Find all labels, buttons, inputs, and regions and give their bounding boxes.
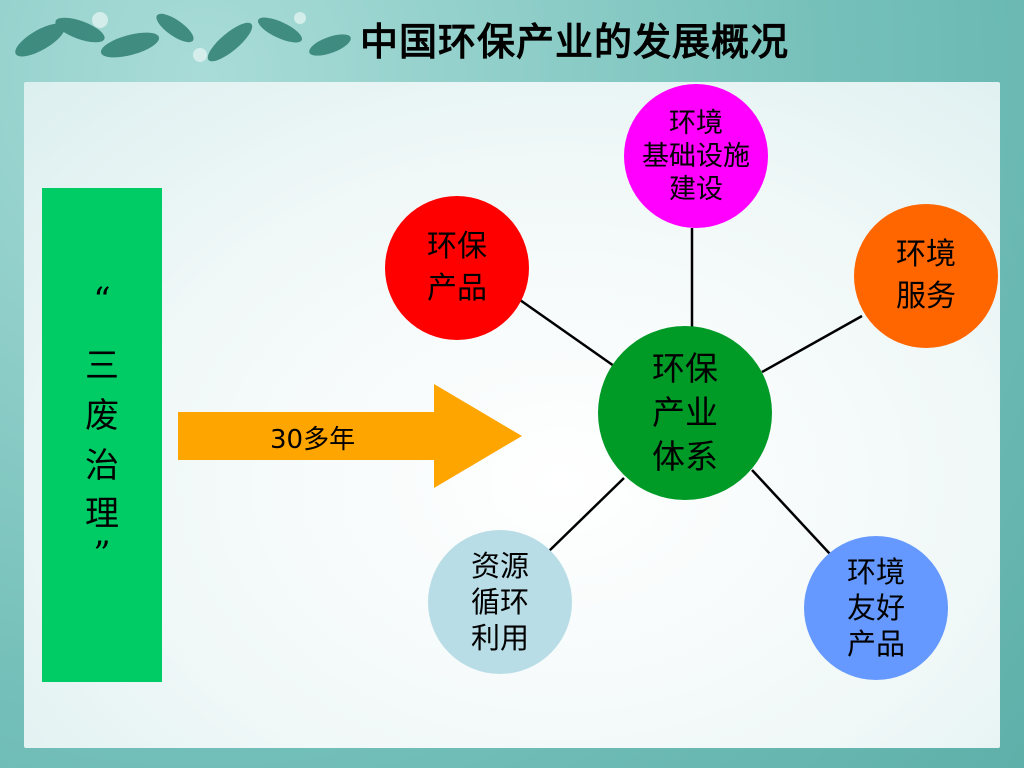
node-line: 循环 (470, 585, 529, 619)
floral-decoration (15, 12, 351, 62)
node-line: 基础设施 (642, 140, 750, 172)
node-line: 产品 (427, 271, 487, 306)
box-text-line: 三 (85, 346, 119, 386)
node-line: 环保 (427, 229, 487, 264)
node-line: 环境 (669, 107, 723, 139)
node-line: 利用 (470, 621, 529, 655)
node-line: 产业 (652, 393, 718, 432)
node-line: 资源 (470, 549, 529, 583)
connector-friendly (751, 469, 831, 555)
node-infrastructure: 环境 基础设施 建设 (624, 84, 768, 228)
page-title: 中国环保产业的发展概况 (360, 20, 790, 64)
box-text-line: 治 (85, 446, 119, 486)
connector-services (761, 314, 863, 374)
node-friendly-products: 环境 友好 产品 (804, 536, 948, 680)
box-text-line: 理 (85, 494, 119, 534)
node-line: 友好 (846, 591, 905, 625)
box-text-line: 废 (85, 396, 119, 436)
arrow-shape (178, 384, 522, 488)
arrow-label: 30多年 (270, 425, 356, 455)
box-text-line: ” (93, 534, 111, 574)
node-line: 产品 (846, 627, 905, 661)
node-line: 环境 (896, 237, 956, 272)
node-line: 体系 (652, 437, 718, 476)
node-center-industry: 环保 产业 体系 (598, 326, 772, 500)
node-line: 环保 (652, 349, 718, 388)
three-wastes-box: “ 三 废 治 理 ” (42, 188, 162, 682)
node-line: 服务 (896, 279, 956, 314)
node-services: 环境 服务 (854, 204, 998, 348)
connector-products (519, 298, 615, 368)
node-line: 环境 (846, 555, 905, 589)
node-line: 建设 (669, 173, 723, 205)
node-eco-products: 环保 产品 (385, 196, 529, 340)
box-text-line: “ (93, 280, 111, 320)
node-resource-recycling: 资源 循环 利用 (428, 530, 572, 674)
connector-recycling (547, 477, 625, 553)
